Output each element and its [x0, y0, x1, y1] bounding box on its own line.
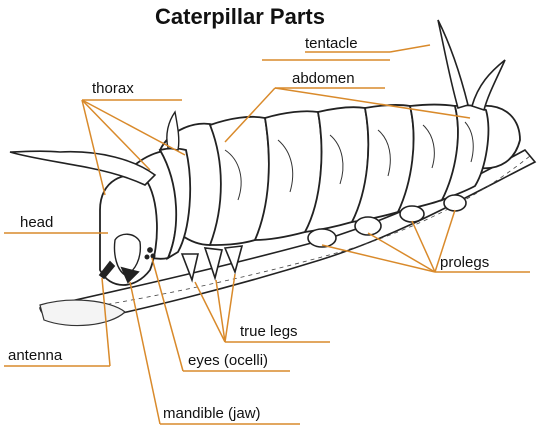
label-prolegs: prolegs: [440, 254, 489, 271]
caterpillar-body: [160, 105, 520, 246]
label-thorax: thorax: [92, 80, 134, 97]
rear-tentacle: [438, 20, 468, 108]
front-tentacle: [10, 151, 155, 185]
label-abdomen: abdomen: [292, 70, 355, 87]
label-true-legs: true legs: [240, 323, 298, 340]
label-head: head: [20, 214, 53, 231]
head-drawing: [100, 175, 157, 285]
label-tentacle: tentacle: [305, 35, 358, 52]
label-eyes: eyes (ocelli): [188, 352, 268, 369]
label-mandible: mandible (jaw): [163, 405, 261, 422]
label-antenna: antenna: [8, 347, 62, 364]
